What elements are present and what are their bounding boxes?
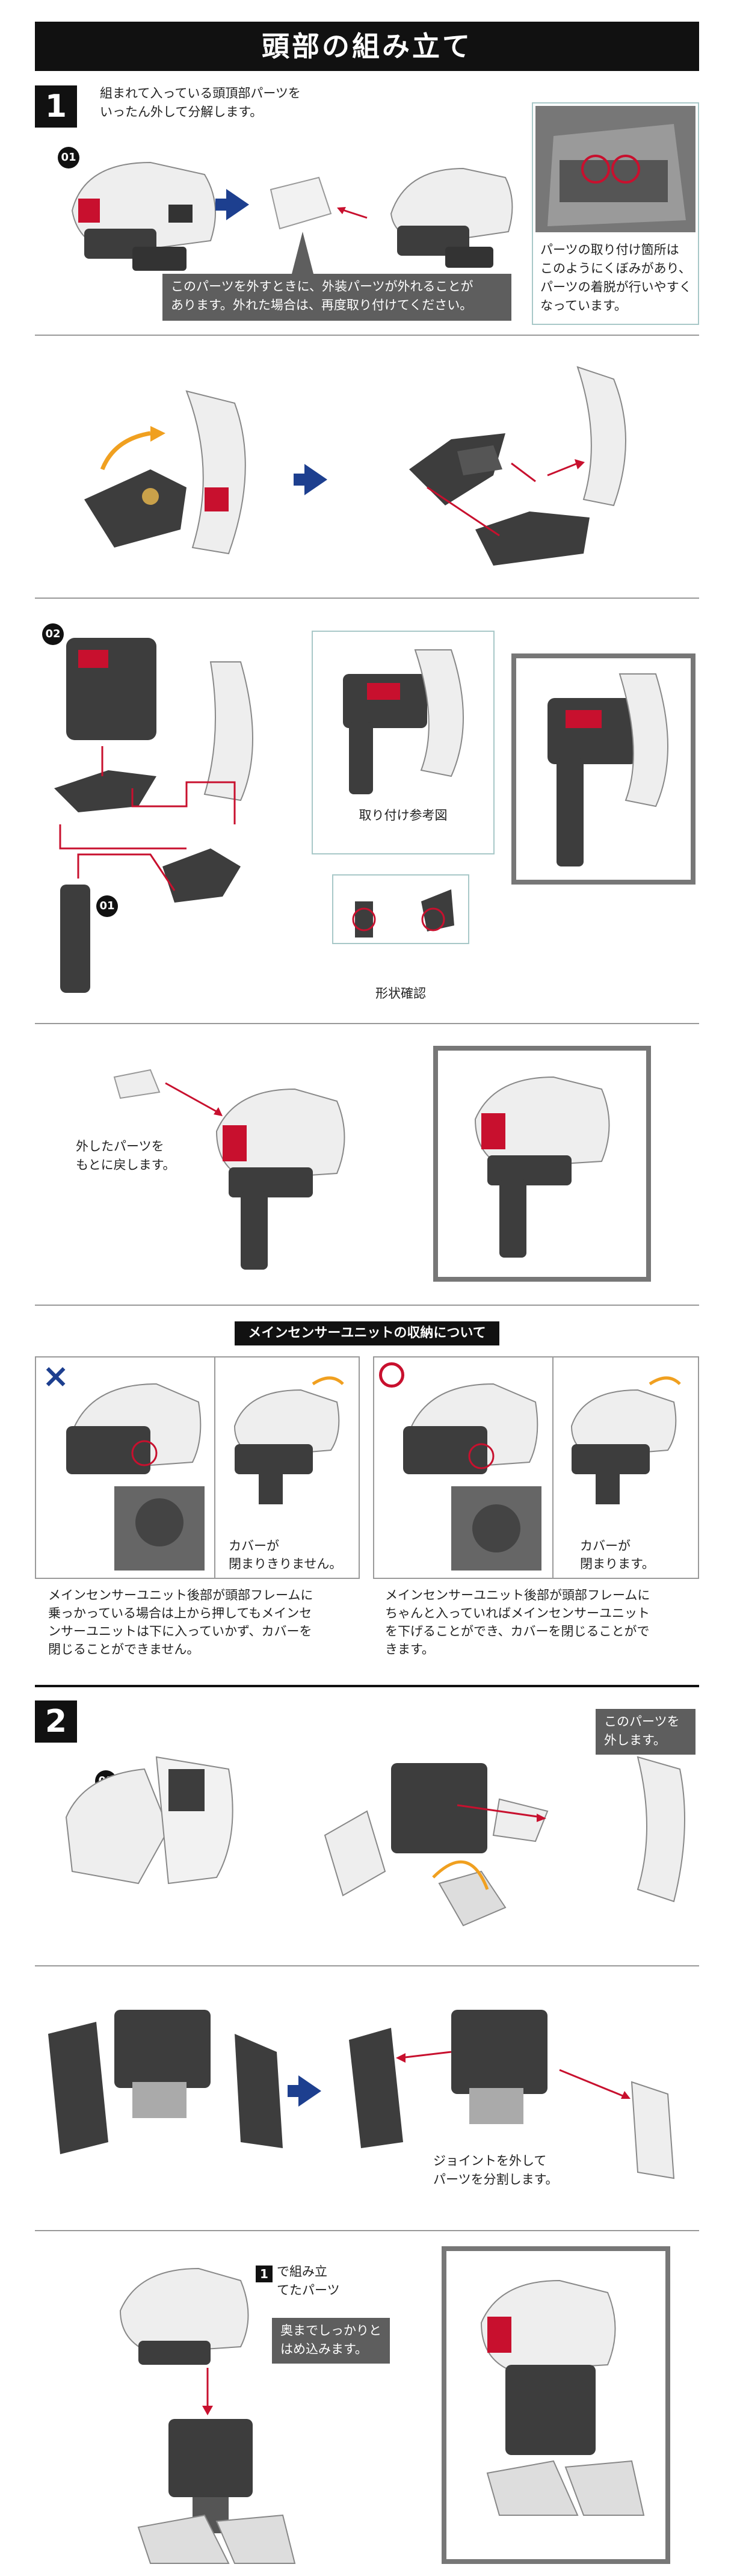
removed-cover-image	[637, 1756, 685, 1903]
blue-arrow-tail	[294, 474, 306, 486]
completed-head-frame-image	[547, 673, 668, 866]
head-frame-exploded-image	[54, 638, 253, 993]
step-ref-number: 1	[256, 2266, 273, 2282]
step1-caution-note: このパーツを外すときに、外装パーツが外れることが あります。外れた場合は、再度取…	[162, 274, 511, 321]
ng-sensor-closeup-image	[66, 1383, 205, 1571]
ng-cover-caption: カバーが 閉まりきりません。	[229, 1539, 342, 1571]
step2-head-image	[65, 1756, 233, 1885]
frame-and-cover-image	[84, 390, 246, 555]
reference-frame	[312, 631, 495, 854]
ng-description: メインセンサーユニット後部が頭部フレームに 乗っかっている場合は上から押してもメ…	[48, 1588, 313, 1657]
step-number-2: 2	[35, 1700, 77, 1743]
blue-arrow-tail	[288, 2085, 300, 2097]
leg-assembly-image	[137, 2419, 296, 2564]
reference-assembly-image	[343, 649, 464, 794]
step2b-split-image	[349, 2010, 675, 2179]
section-divider	[35, 1305, 699, 1306]
disassembled-parts-image	[409, 366, 626, 566]
step-ref-label: で組み立 てたパーツ	[277, 2264, 340, 2297]
step2-result-image	[480, 2279, 645, 2516]
head-assembly-image	[71, 161, 216, 271]
ok-cover-image	[570, 1376, 681, 1504]
shape-check-caption: 形状確認	[375, 986, 426, 1001]
ok-cover-caption: カバーが 閉まります。	[580, 1539, 655, 1571]
ng-cover-image	[233, 1376, 344, 1504]
removed-part-small-image	[113, 1069, 161, 1099]
part-badge-01: 01	[96, 895, 118, 917]
ng-cross-icon: ×	[42, 1357, 70, 1395]
red-arrow-icon	[165, 1082, 223, 1116]
step1-head-part-image	[119, 2267, 249, 2365]
step-divider	[35, 1685, 699, 1687]
head-reattached-result-image	[474, 1076, 610, 1258]
joint-caption: ジョイントを外して パーツを分割します。	[433, 2154, 558, 2187]
shape-check-image	[352, 889, 454, 937]
ok-description: メインセンサーユニット後部が頭部フレームに ちゃんと入っていればメインセンサーユ…	[385, 1588, 650, 1657]
ok-panel-divider	[552, 1356, 554, 1579]
section-divider	[35, 1965, 699, 1966]
red-arrow-icon	[202, 2368, 213, 2415]
red-arrow-icon	[337, 207, 368, 219]
head-open-image	[390, 167, 513, 268]
section-divider	[35, 335, 699, 336]
note-pointer	[292, 232, 313, 274]
section-divider	[35, 1023, 699, 1024]
head-reattached-image	[215, 1088, 345, 1270]
part-badge-02: 02	[42, 623, 64, 645]
sensor-section-banner: メインセンサーユニットの収納について	[235, 1321, 499, 1345]
ng-panel	[35, 1356, 360, 1579]
ok-circle-icon	[379, 1362, 404, 1388]
section-divider	[35, 598, 699, 599]
removed-part-image	[270, 176, 332, 230]
step2b-assembly-image	[48, 2010, 283, 2154]
step2-remove-image	[324, 1763, 549, 1927]
attachment-closeup-image	[535, 106, 695, 232]
reference-caption: 取り付け参考図	[359, 808, 448, 823]
blue-arrow-icon	[226, 189, 249, 220]
inset-caption: パーツの取り付け箇所は このようにくぼみがあり、 パーツの着脱が行いやすく なっ…	[540, 242, 692, 313]
step1-instruction: 組まれて入っている頭頂部パーツを いったん外して分解します。	[100, 86, 301, 119]
page-title: 頭部の組み立て	[35, 22, 699, 71]
remove-part-note: このパーツを 外します。	[596, 1709, 695, 1755]
blue-arrow-tail	[215, 199, 227, 211]
ok-panel	[373, 1356, 699, 1579]
blue-arrow-icon	[304, 464, 327, 495]
return-part-caption: 外したパーツを もとに戻します。	[76, 1139, 176, 1172]
step-number-1: 1	[35, 85, 77, 128]
section-divider	[35, 2230, 699, 2231]
ok-sensor-closeup-image	[403, 1383, 541, 1571]
part-badge-01: 01	[58, 147, 79, 168]
push-in-note: 奥までしっかりと はめ込みます。	[272, 2318, 390, 2364]
ng-panel-divider	[214, 1356, 215, 1579]
blue-arrow-icon	[298, 2075, 321, 2107]
